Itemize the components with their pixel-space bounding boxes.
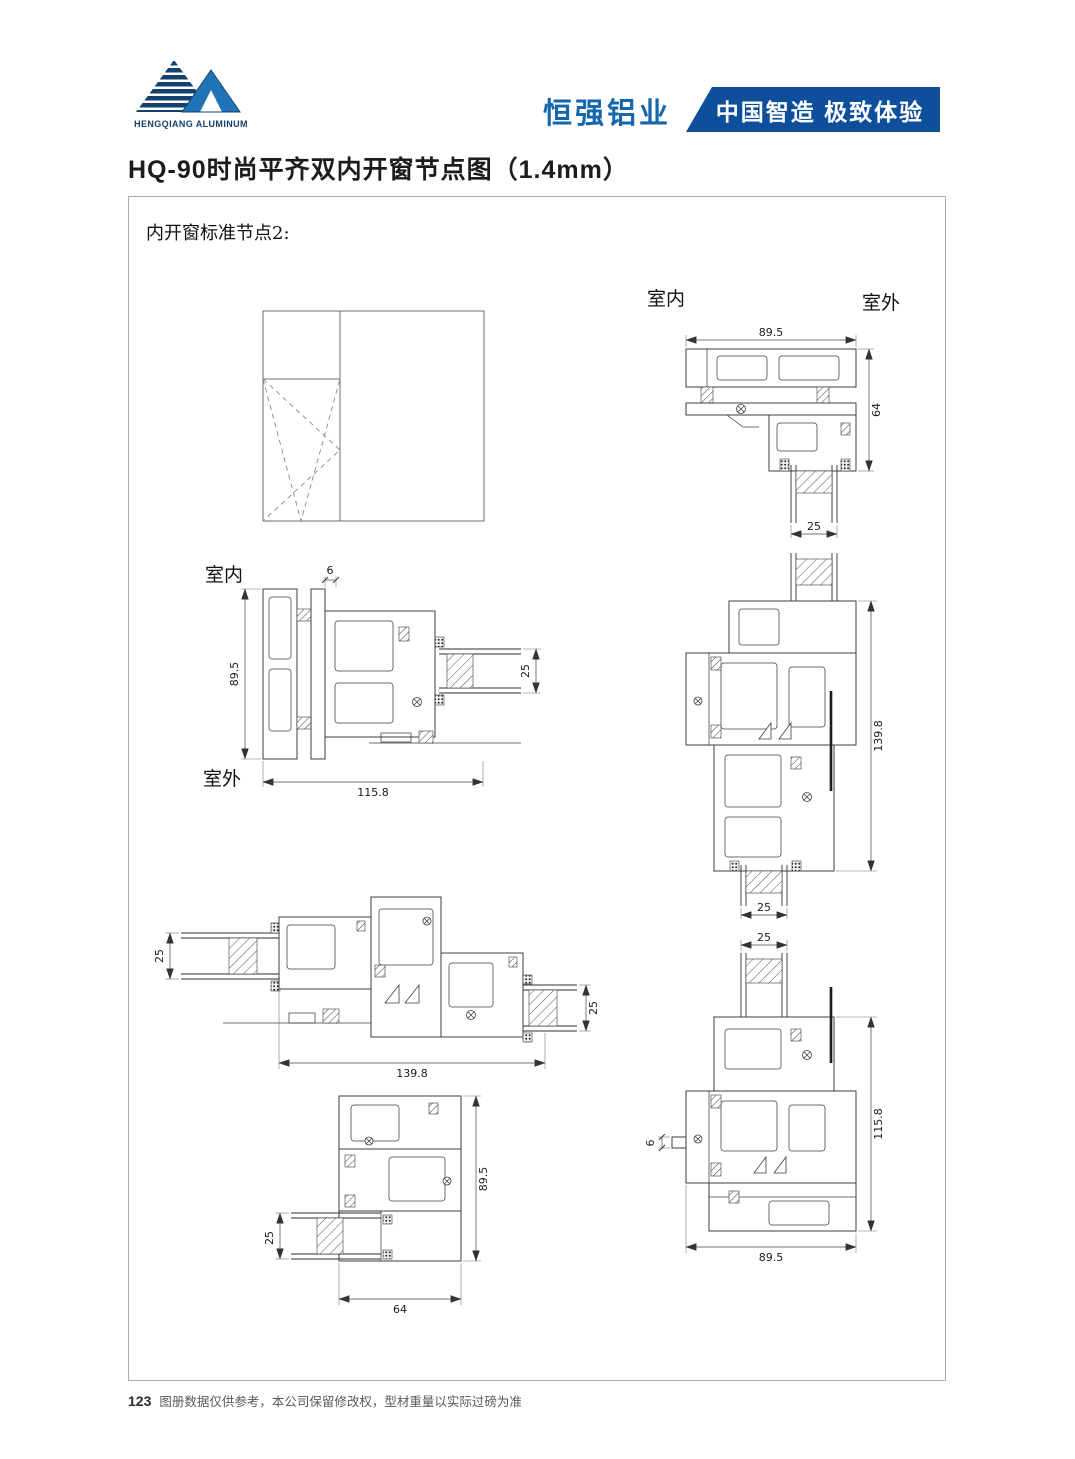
mullion-section-drawing: 139.8 25 <box>685 553 885 919</box>
room-label-outdoor-left: 室外 <box>203 768 241 790</box>
dim-label-head-height: 64 <box>870 403 883 417</box>
dim-label-jamb-width: 115.8 <box>357 786 389 799</box>
dim-jamb-depth: 89.5 <box>228 588 261 760</box>
dim-label-mullion-height: 139.8 <box>872 720 885 752</box>
dim-label-meeting-left-glass: 25 <box>153 949 166 963</box>
dim-mullion-glass: 25 <box>740 901 788 919</box>
glass-unit <box>291 1212 381 1260</box>
lower-mullion-section-drawing: 25 <box>644 931 885 1264</box>
glass-unit-bottom <box>729 860 802 906</box>
screw <box>736 404 746 414</box>
page-title: HQ-90时尚平齐双内开窗节点图（1.4mm） <box>128 156 629 184</box>
glass-unit <box>779 458 851 523</box>
dim-jamb-glass: 25 <box>519 648 541 694</box>
dim-label-mullion-glass: 25 <box>757 901 771 914</box>
dim-lower-width: 89.5 <box>685 1185 857 1264</box>
jamb-section-drawing: 6 89.5 25 115.8 <box>228 564 541 799</box>
sections-canvas: 室内 室外 室内 室外 <box>153 288 900 1316</box>
dim-label-jamb-glass: 25 <box>519 664 532 678</box>
dim-head-glass: 25 <box>790 520 838 538</box>
screw <box>442 1176 452 1186</box>
dim-label-lower-step: 6 <box>644 1140 657 1147</box>
dim-label-sill-width: 64 <box>393 1303 407 1316</box>
dim-meeting-right-glass: 25 <box>579 984 600 1032</box>
dim-meeting-width: 139.8 <box>278 991 546 1080</box>
dim-lower-step: 6 <box>644 1133 670 1152</box>
room-label-indoor-left: 室内 <box>205 564 243 586</box>
dim-label-lower-height: 115.8 <box>872 1108 885 1140</box>
elevation-view <box>262 310 485 523</box>
drainage-step <box>671 1136 687 1149</box>
meeting-stile-section-drawing: 25 25 139.8 <box>153 896 600 1080</box>
page-number: 123 <box>128 1393 152 1409</box>
dim-label-head-width: 89.5 <box>759 326 784 339</box>
dim-sill-width: 64 <box>338 1263 462 1316</box>
profile-geometry <box>671 987 857 1232</box>
screw <box>693 1134 703 1144</box>
slogan-text: 中国智造 极致体验 <box>715 98 925 125</box>
tilt-turn-opening-symbol <box>262 378 341 523</box>
dim-jamb-gap: 6 <box>321 564 340 587</box>
glass-unit-top <box>729 953 802 1028</box>
screw <box>802 792 812 802</box>
dim-lower-height: 115.8 <box>836 1016 885 1232</box>
footer-note: 图册数据仅供参考，本公司保留修改权，型材重量以实际过磅为准 <box>159 1395 522 1409</box>
room-label-outdoor-top: 室外 <box>862 292 900 314</box>
screw <box>802 1050 812 1060</box>
dim-label-lower-width: 89.5 <box>759 1251 784 1264</box>
dim-label-sill-depth: 89.5 <box>477 1167 490 1192</box>
profile-geometry <box>685 600 857 872</box>
profile-geometry <box>338 1095 462 1262</box>
dim-label-jamb-gap: 6 <box>327 564 334 577</box>
slogan-banner: 中国智造 极致体验 <box>686 87 940 132</box>
sill-section-drawing: 25 89.5 64 <box>263 1095 490 1316</box>
dim-sill-glass: 25 <box>263 1212 289 1260</box>
dim-label-head-glass: 25 <box>807 520 821 533</box>
glass-unit <box>434 636 521 706</box>
glass-unit-left <box>181 922 281 992</box>
head-section-drawing: 89.5 64 25 <box>685 326 883 538</box>
screw <box>412 697 422 707</box>
screw <box>693 696 703 706</box>
profile-geometry <box>262 588 521 760</box>
dim-label-lower-glass: 25 <box>757 931 771 944</box>
dim-lower-glass: 25 <box>740 931 788 951</box>
dim-label-meeting-right-glass: 25 <box>587 1001 600 1015</box>
dim-label-sill-glass: 25 <box>263 1231 276 1245</box>
dim-sill-depth: 89.5 <box>463 1095 490 1262</box>
screw <box>364 1136 374 1146</box>
profile-geometry <box>223 896 524 1038</box>
brand-name: 恒强铝业 <box>543 98 672 130</box>
profile-geometry <box>685 348 857 472</box>
logo-mark-icon <box>136 60 241 113</box>
room-label-indoor-top: 室内 <box>647 288 685 310</box>
logo-caption: HENGQIANG ALUMINUM <box>134 119 248 129</box>
dim-label-meeting-width: 139.8 <box>396 1067 428 1080</box>
drawing-area: 内开窗标准节点2: 室内 <box>128 196 946 1381</box>
dim-meeting-left-glass: 25 <box>153 932 179 980</box>
screw <box>422 916 432 926</box>
screw <box>466 1010 476 1020</box>
page-footer: 123 图册数据仅供参考，本公司保留修改权，型材重量以实际过磅为准 <box>128 1391 946 1410</box>
dim-head-width: 89.5 <box>685 326 857 347</box>
dim-jamb-width: 115.8 <box>262 761 484 799</box>
dim-label-jamb-depth: 89.5 <box>228 662 241 687</box>
glass-unit-right <box>522 974 577 1043</box>
drawing-note: 内开窗标准节点2: <box>146 223 290 244</box>
dim-mullion-height: 139.8 <box>836 600 885 872</box>
dim-head-height: 64 <box>858 348 883 472</box>
